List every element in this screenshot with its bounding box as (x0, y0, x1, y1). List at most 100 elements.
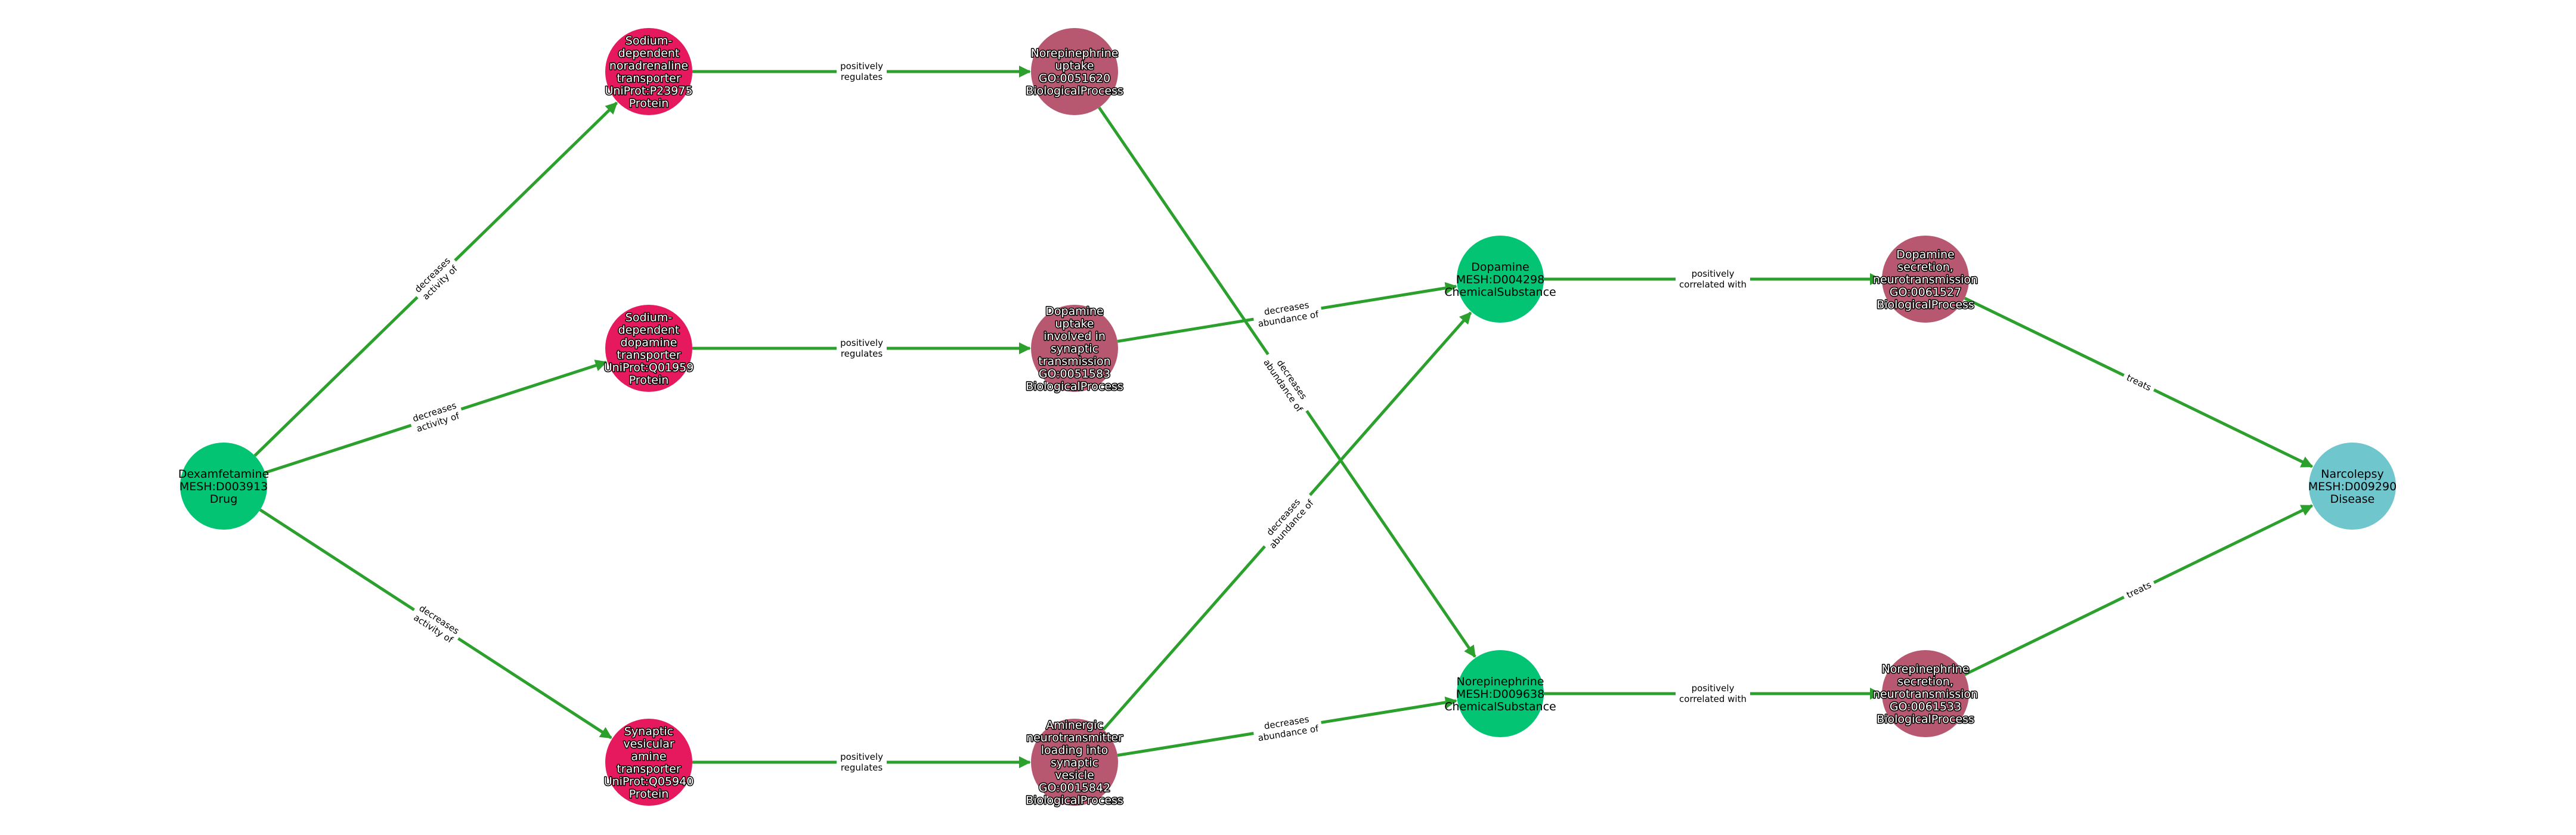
edge-label: treats (2121, 369, 2157, 396)
node-label-line: dependent (618, 324, 680, 337)
edge-label-background (1252, 710, 1323, 746)
node-label-line: involved in (1044, 330, 1106, 343)
node-label-line: MESH:D004298 (1456, 273, 1544, 286)
node-circle[interactable] (2309, 443, 2396, 530)
node-label-line: Disease (2330, 493, 2375, 506)
node-label-line: Sodium- (626, 311, 672, 324)
node-circle[interactable] (605, 305, 692, 392)
edge-label-background (1258, 347, 1317, 418)
node-circle[interactable] (1031, 305, 1118, 392)
node-circle[interactable] (1457, 650, 1544, 737)
node-label-line: dependent (618, 47, 680, 60)
node-synaptic[interactable]: SynapticvesicularaminetransporterUniProt… (603, 719, 695, 806)
edge-label-background (1676, 682, 1750, 706)
node-norepinephrine[interactable]: NorepinephrineMESH:D009638ChemicalSubsta… (1444, 650, 1556, 737)
node-label-line: synaptic (1051, 342, 1098, 355)
node-label-line: UniProt:Q01959 (604, 361, 694, 375)
node-label-line: BiologicalProcess (1026, 85, 1123, 98)
edge-label-text: treats (2125, 372, 2153, 393)
edge-label-text: positively (840, 752, 883, 762)
node-label-line: synaptic (1051, 756, 1098, 769)
node-label-line: GO:0051583 (1039, 367, 1110, 381)
node-norepinephrine[interactable]: Norepinephrinesecretion,neurotransmissio… (1872, 650, 1979, 737)
edge-label-text: correlated with (1679, 279, 1747, 290)
node-label-line: Protein (629, 97, 669, 110)
edge-label-background (1256, 487, 1319, 555)
node-label-line: transporter (617, 763, 680, 776)
edge-label-text: treats (2125, 579, 2153, 600)
edge-label-text: positively (1692, 683, 1735, 694)
node-circle[interactable] (180, 443, 267, 530)
node-label-line: transmission (1038, 355, 1110, 368)
node-label-line: ChemicalSubstance (1444, 700, 1556, 713)
node-label-line: amine (631, 750, 666, 763)
node-label-line: Narcolepsy (2321, 468, 2384, 481)
edge-label-background (407, 599, 465, 649)
node-label-line: GO:0051620 (1039, 72, 1110, 85)
node-label-line: UniProt:Q05940 (604, 775, 694, 788)
node-sodium[interactable]: Sodium-dependentnoradrenalinetransporter… (604, 28, 693, 115)
node-sodium[interactable]: Sodium-dependentdopaminetransporterUniPr… (603, 305, 695, 392)
node-label-line: Dopamine (1471, 261, 1529, 274)
node-circle[interactable] (1882, 650, 1969, 737)
node-label-line: Protein (629, 374, 669, 387)
node-label-line: Aminergic (1046, 719, 1103, 732)
edge-label: treats (2121, 576, 2157, 604)
edge-label-background (1252, 296, 1323, 331)
node-label-line: GO:0015842 (1039, 781, 1110, 794)
node-label-line: Synaptic (624, 725, 673, 738)
node-circle[interactable] (605, 719, 692, 806)
node-label-line: MESH:D003913 (179, 480, 268, 493)
node-circle[interactable] (1882, 236, 1969, 323)
node-circle[interactable] (1031, 719, 1118, 806)
edge-label-text: correlated with (1679, 694, 1747, 704)
node-label-line: BiologicalProcess (1877, 713, 1974, 726)
node-label-line: UniProt:P23975 (605, 85, 692, 98)
node-label-line: transporter (617, 349, 680, 362)
node-norepinephrine[interactable]: NorepinephrineuptakeGO:0051620Biological… (1025, 28, 1124, 115)
node-label-line: MESH:D009638 (1456, 688, 1544, 701)
edge-label-background (837, 750, 887, 774)
node-label-line: ChemicalSubstance (1444, 286, 1556, 299)
node-label-line: uptake (1055, 60, 1094, 73)
node-label-line: BiologicalProcess (1026, 380, 1123, 393)
node-label-line: GO:0061527 (1890, 286, 1961, 299)
edge-label-text: regulates (841, 72, 883, 82)
node-label-line: Norepinephrine (1457, 675, 1544, 688)
node-label-line: Norepinephrine (1882, 663, 1970, 676)
node-label-line: uptake (1055, 317, 1094, 330)
node-label-line: loading into (1041, 744, 1108, 757)
edges-layer (253, 66, 2314, 768)
node-label-line: Protein (629, 788, 669, 801)
node-label-line: vesicular (623, 738, 674, 751)
edge-label-background (2121, 576, 2157, 604)
edge-label-text: regulates (841, 348, 883, 359)
node-label-line: secretion, (1897, 261, 1953, 274)
node-label-line: neurotransmitter (1026, 731, 1123, 744)
node-label-line: BiologicalProcess (1877, 298, 1974, 311)
node-label-line: Norepinephrine (1031, 47, 1119, 60)
node-label-line: vesicle (1055, 769, 1094, 782)
node-dopamine[interactable]: Dopaminesecretion,neurotransmissionGO:00… (1872, 236, 1979, 323)
node-circle[interactable] (1457, 236, 1544, 323)
node-label-line: Drug (210, 493, 238, 506)
edge-label-text: positively (840, 61, 883, 72)
node-label-line: dopamine (621, 336, 677, 350)
node-circle[interactable] (605, 28, 692, 115)
node-circle[interactable] (1031, 28, 1118, 115)
edge-label-background (408, 252, 464, 306)
